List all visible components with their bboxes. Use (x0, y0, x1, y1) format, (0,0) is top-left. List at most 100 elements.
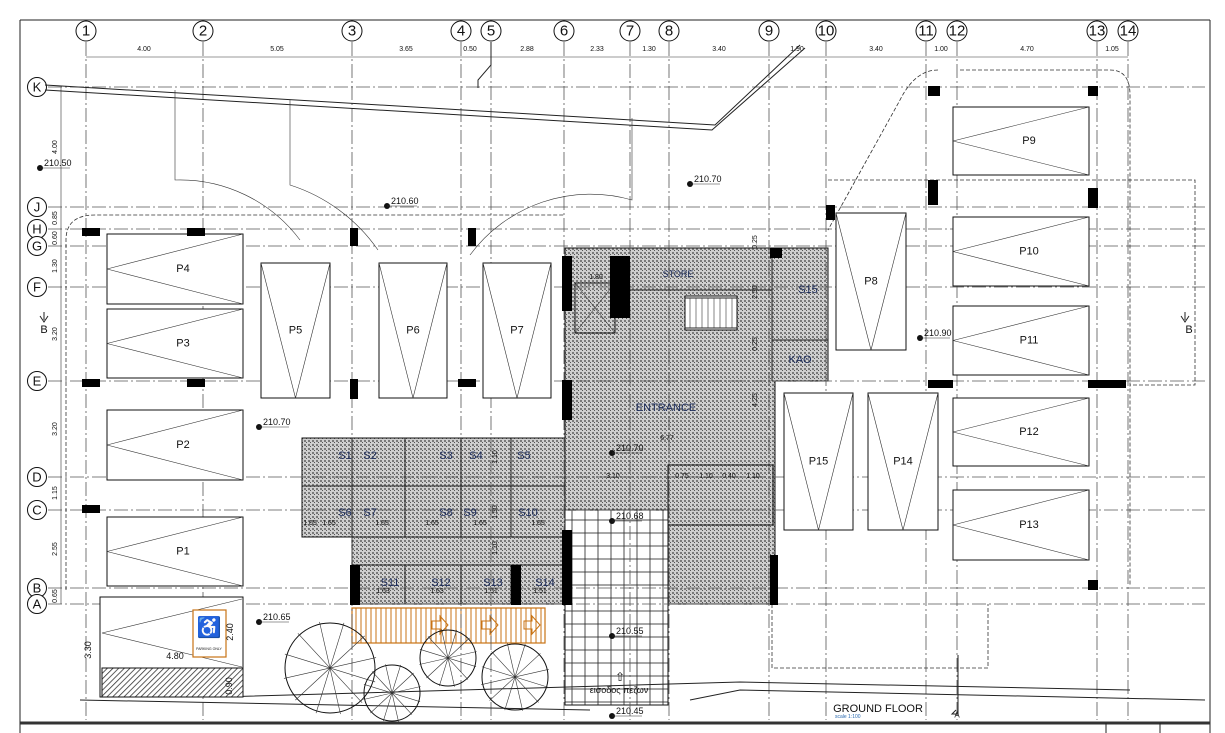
parking-space (867, 392, 939, 531)
section-label-a: A (954, 711, 960, 720)
grid-label-row: E (33, 374, 42, 389)
parking-label: P1 (176, 546, 189, 558)
dimension-text-top: 1.00 (934, 46, 948, 53)
elevator-cross (574, 282, 616, 334)
driveway-outline (65, 69, 1131, 590)
grid-label-column: 12 (949, 23, 966, 40)
grid-bubble-row (27, 467, 47, 487)
grid-bubble-row (27, 277, 47, 297)
dimension-text-left: 3.20 (52, 422, 59, 436)
site-boundary (477, 42, 492, 88)
grid-label-row: B (33, 581, 42, 596)
ramp-arrow-icon (481, 614, 499, 636)
parking-space-marking (106, 409, 244, 481)
dimension-text-interior: 1.10 (746, 473, 760, 480)
parking-space (378, 262, 448, 399)
grid-label-row: H (32, 222, 41, 237)
level-text: 210.70 (694, 174, 722, 184)
canopy-outline (771, 604, 989, 669)
parking-space (952, 397, 1090, 467)
grid-label-column: 3 (348, 23, 356, 40)
dimension-text-interior: 1.63 (430, 588, 444, 595)
dimension-text-top: 5.05 (270, 46, 284, 53)
storage-label: S1 (338, 450, 351, 462)
grid-bubble-row (27, 371, 47, 391)
dimension-text: 0.90 (224, 677, 234, 695)
grid-label-column: 6 (560, 23, 568, 40)
dimension-text-left: 2.55 (52, 542, 59, 556)
storage-label: S13 (483, 577, 503, 589)
storage-label: S14 (535, 577, 555, 589)
dimension-text-interior: 1.10 (699, 473, 713, 480)
structural-column (350, 228, 358, 246)
parking-space-marking (378, 262, 448, 399)
dimension-text-top: 2.33 (590, 46, 604, 53)
room-label-entrance: ENTRANCE (636, 402, 697, 414)
grid-label-column: 1 (82, 23, 90, 40)
level-text: 210.70 (616, 443, 644, 453)
grid-bubble-column (815, 20, 837, 42)
dimension-text-interior: 1.63 (376, 588, 390, 595)
level-text: 210.70 (263, 417, 291, 427)
dimension-text-interior: 1.10 (492, 541, 499, 555)
structural-column (187, 228, 205, 236)
grid-bubble-row (27, 236, 47, 256)
level-text: 210.55 (616, 626, 644, 636)
dimension-text-top: 1.30 (642, 46, 656, 53)
level-text: 210.65 (263, 612, 291, 622)
storage-label: S5 (517, 450, 530, 462)
grid-bubble-column (658, 20, 680, 42)
grid-label-row: G (32, 239, 42, 254)
section-label-b: B (40, 324, 47, 336)
parking-space-marking (106, 308, 244, 379)
parking-label: P6 (406, 325, 419, 337)
dimension-text-interior: 1.80 (589, 274, 603, 281)
drawing-scale: scale 1:100 (835, 714, 861, 720)
parking-space (952, 106, 1090, 176)
structural-column (82, 505, 100, 513)
parking-space (106, 233, 244, 305)
grid-bubble-column (480, 20, 502, 42)
grid-label-column: 2 (199, 23, 207, 40)
structural-column (82, 379, 100, 387)
dimension-text-interior: 1.65 (303, 520, 317, 527)
tree-branch (283, 657, 377, 679)
parking-label: P12 (1019, 426, 1039, 438)
storage-label: S2 (363, 450, 376, 462)
dimension-text-left: 4.00 (52, 140, 59, 154)
grid-bubble-column (75, 20, 97, 42)
dimension-text-left: 0.85 (52, 211, 59, 225)
parking-space (106, 308, 244, 379)
grid-bubble-column (192, 20, 214, 42)
entrance-arrow-icon: ⇧ (615, 670, 625, 684)
tree-branch (363, 686, 421, 700)
structural-column (928, 86, 940, 96)
parking-label: P11 (1020, 335, 1039, 347)
dimension-text-interior: 1.65 (425, 520, 439, 527)
grid-bubble-column (619, 20, 641, 42)
section-arrow-icon (950, 655, 959, 715)
dimension-text-interior: 6.77 (660, 435, 674, 442)
structural-column (511, 565, 521, 605)
parking-space-marking (783, 392, 854, 531)
dimension-text-left: 0.65 (52, 589, 59, 603)
parking-space (260, 262, 331, 399)
structural-column (928, 180, 938, 205)
parking-space-marking (952, 489, 1090, 561)
structural-column (562, 256, 572, 311)
grid-label-row: K (33, 80, 42, 95)
dimension-text-interior: 0.25 (752, 235, 759, 249)
storage-label: S8 (439, 507, 452, 519)
level-text: 210.50 (44, 158, 72, 168)
dimension-text-interior: 4.25 (752, 393, 759, 407)
storage-label: S11 (381, 577, 400, 589)
dimension-text-interior: 0.75 (675, 473, 689, 480)
parking-space-marking (952, 216, 1090, 287)
grid-bubble-row (27, 77, 47, 97)
tree-branch (481, 669, 549, 685)
ramp-outline (827, 69, 1196, 386)
storage-label: S6 (338, 507, 351, 519)
structural-column (82, 228, 100, 236)
storage-label: S12 (431, 577, 451, 589)
grid-label-row: A (33, 597, 42, 612)
